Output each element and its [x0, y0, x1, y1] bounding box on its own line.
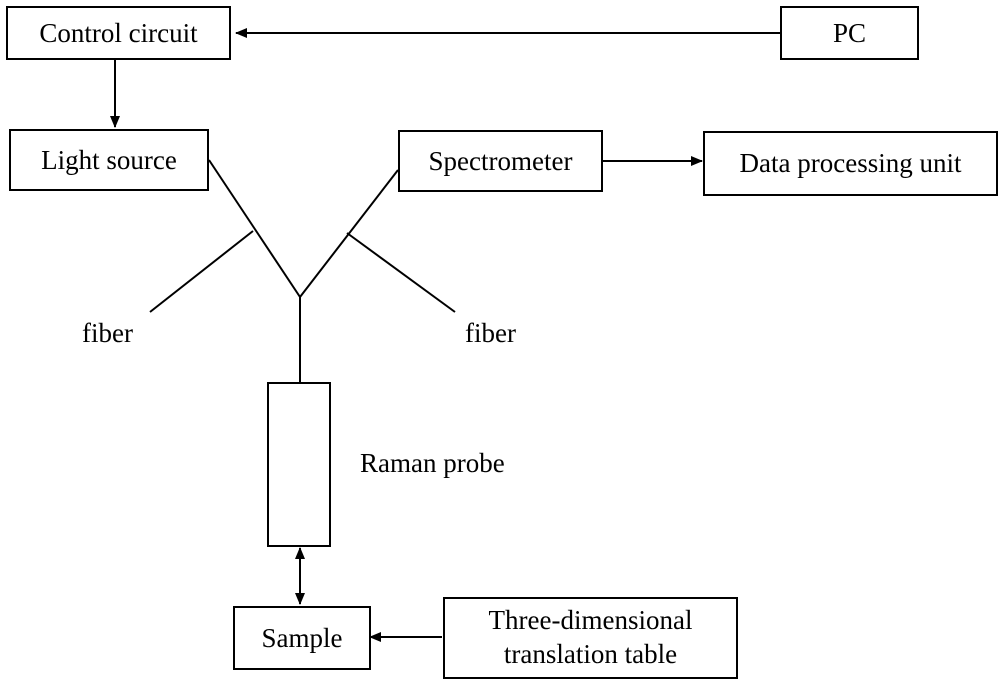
- control-circuit-box: Control circuit: [6, 6, 231, 60]
- sample-label: Sample: [261, 622, 343, 653]
- translation-table-label-line1: Three-dimensional: [488, 605, 693, 636]
- control-circuit-label: Control circuit: [39, 17, 198, 48]
- spectrometer-box: Spectrometer: [398, 130, 603, 192]
- translation-table-label-line2: translation table: [503, 639, 678, 669]
- fiber-right-label: fiber: [465, 318, 516, 348]
- translation-table-box: Three-dimensional translation table: [443, 597, 738, 679]
- data-processing-unit-box: Data processing unit: [703, 131, 998, 196]
- raman-probe-body: [267, 382, 331, 547]
- raman-probe-label: Raman probe: [360, 448, 505, 478]
- fiber-right-pointer: [346, 232, 456, 313]
- pc-box: PC: [780, 6, 919, 60]
- pc-label: PC: [832, 17, 867, 48]
- data-processing-unit-label: Data processing unit: [739, 148, 962, 179]
- fiber-light-source-branch: [208, 159, 301, 298]
- spectrometer-label: Spectrometer: [428, 145, 573, 176]
- light-source-box: Light source: [9, 129, 209, 191]
- fiber-left-label: fiber: [82, 318, 133, 348]
- sample-box: Sample: [233, 606, 371, 670]
- fiber-left-pointer: [149, 230, 254, 313]
- light-source-label: Light source: [41, 144, 177, 175]
